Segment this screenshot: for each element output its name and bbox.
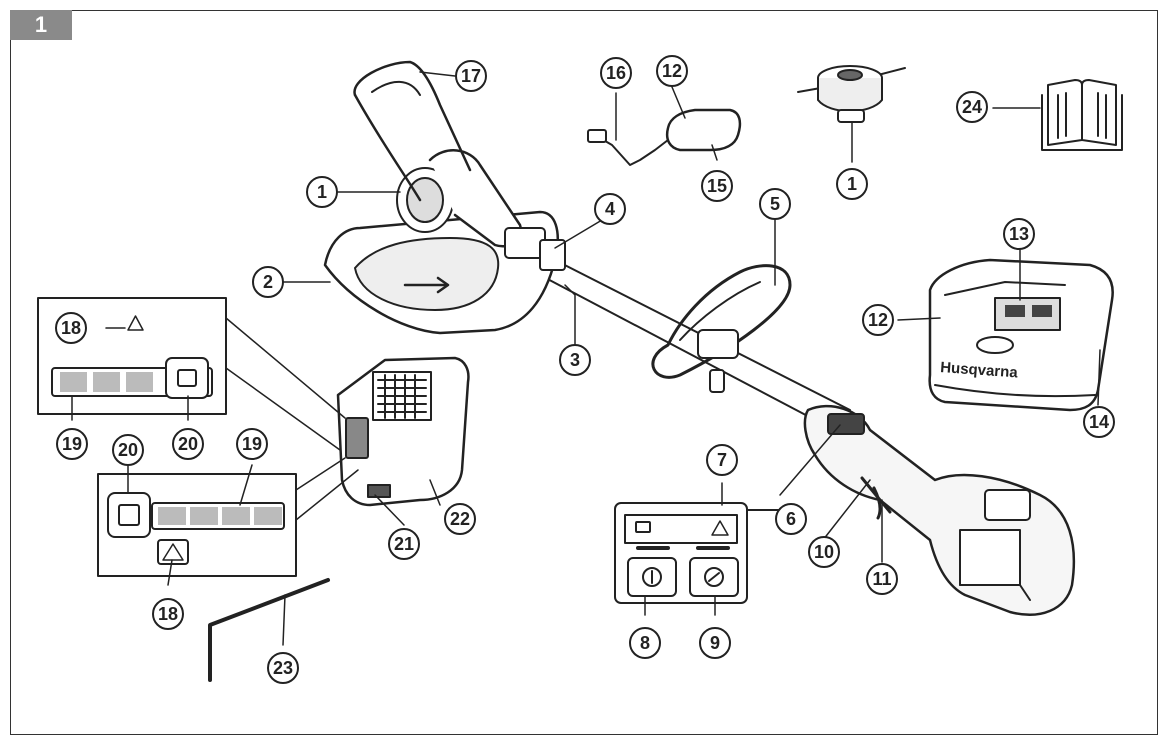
callout-12-charger: 12 [862, 304, 894, 336]
callout-10: 10 [808, 536, 840, 568]
callout-4: 4 [594, 193, 626, 225]
battery-pack [336, 356, 470, 507]
callout-14: 14 [1083, 406, 1115, 438]
callout-8: 8 [629, 627, 661, 659]
figure-frame [10, 10, 1158, 735]
callout-19-top: 19 [56, 428, 88, 460]
callout-22: 22 [444, 503, 476, 535]
shaft [539, 254, 851, 433]
loop-handle [651, 264, 792, 393]
callout-6: 6 [775, 503, 807, 535]
callout-18-top: 18 [55, 312, 87, 344]
power-adapter [587, 108, 742, 166]
callout-5: 5 [759, 188, 791, 220]
callout-16: 16 [600, 57, 632, 89]
husqvarna-logo: Husqvarna [940, 359, 1019, 381]
callout-20-top: 20 [172, 428, 204, 460]
battery-charger [928, 258, 1114, 412]
callout-13: 13 [1003, 218, 1035, 250]
callout-1-head: 1 [306, 176, 338, 208]
allen-key [208, 578, 330, 682]
callout-11: 11 [866, 563, 898, 595]
leader-lines [71, 71, 1101, 646]
callout-7: 7 [706, 444, 738, 476]
callout-20-bottom: 20 [112, 434, 144, 466]
callout-23: 23 [267, 652, 299, 684]
callout-9: 9 [699, 627, 731, 659]
rear-handle [803, 404, 1076, 616]
spool-trimmer-head [797, 65, 906, 123]
callout-1-spool: 1 [836, 168, 868, 200]
callout-21: 21 [388, 528, 420, 560]
callout-15: 15 [701, 170, 733, 202]
trimmer-head-assembly [323, 60, 566, 335]
figure-number-badge: 1 [10, 10, 72, 40]
callout-3: 3 [559, 344, 591, 376]
callout-17: 17 [455, 60, 487, 92]
callout-2: 2 [252, 266, 284, 298]
callout-18-bottom: 18 [152, 598, 184, 630]
battery-indicator-panel-b [97, 457, 359, 577]
control-panel [614, 502, 791, 604]
callout-24: 24 [956, 91, 988, 123]
manual-book-icon [1041, 79, 1123, 151]
callout-12-adapter: 12 [656, 55, 688, 87]
callout-19-bottom: 19 [236, 428, 268, 460]
